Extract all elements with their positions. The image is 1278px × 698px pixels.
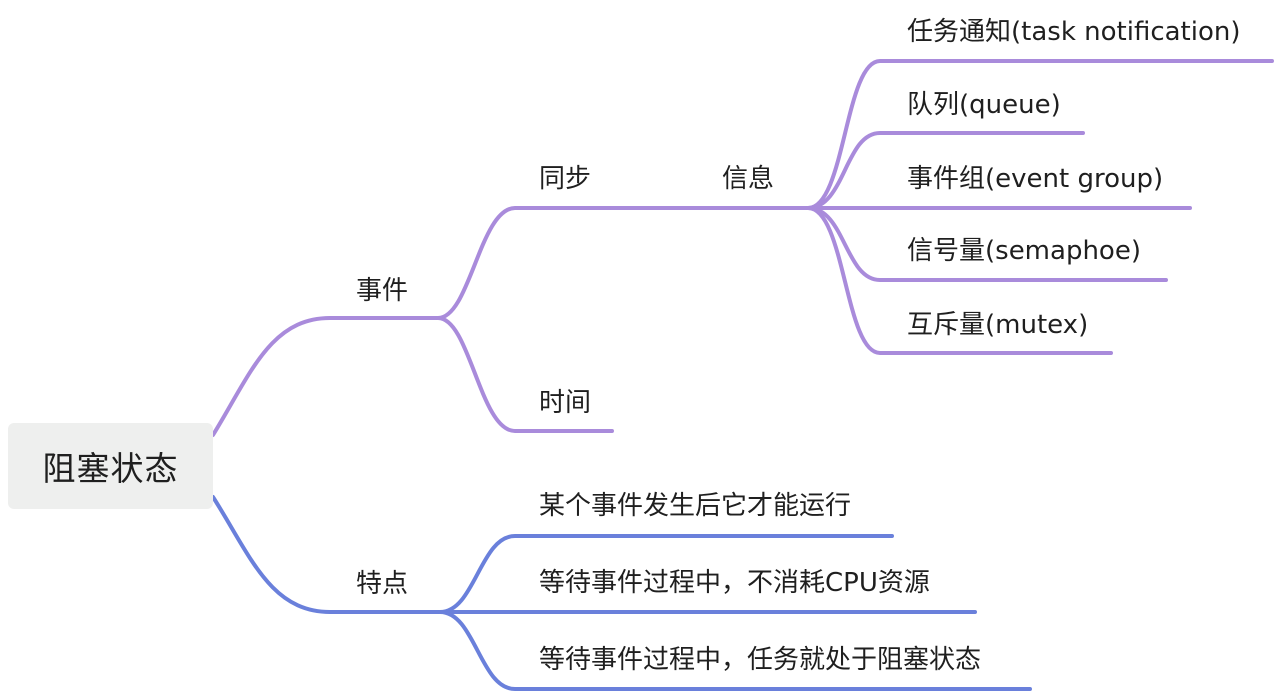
connector-root-features — [211, 495, 442, 614]
connector-event-time — [436, 316, 614, 433]
topic-feature-item[interactable]: 某个事件发生后它才能运行 — [539, 491, 852, 521]
topic-info-item[interactable]: 互斥量(mutex) — [907, 310, 1089, 340]
connector-event-sync — [436, 206, 614, 320]
connector-features-item-1 — [438, 534, 894, 614]
topic-info[interactable]: 信息 — [722, 164, 775, 194]
topic-info-item[interactable]: 信号量(semaphoe) — [907, 236, 1141, 266]
topic-feature-item[interactable]: 等待事件过程中，任务就处于阻塞状态 — [539, 645, 982, 675]
connector-info-item-5 — [806, 206, 1113, 355]
topic-info-item[interactable]: 任务通知(task notification) — [907, 17, 1241, 47]
connector-features-item-3 — [438, 610, 1032, 691]
connector-info-item-1 — [806, 59, 1274, 210]
topic-info-item[interactable]: 事件组(event group) — [907, 164, 1164, 194]
topic-time[interactable]: 时间 — [539, 388, 592, 418]
root-topic[interactable]: 阻塞状态 — [8, 423, 213, 509]
topic-sync[interactable]: 同步 — [539, 164, 592, 194]
topic-info-item[interactable]: 队列(queue) — [907, 90, 1061, 120]
topic-feature-item[interactable]: 等待事件过程中，不消耗CPU资源 — [539, 568, 930, 598]
connector-info-item-2 — [806, 131, 1085, 210]
connector-root-event — [211, 316, 440, 437]
topic-features[interactable]: 特点 — [356, 569, 409, 599]
root-topic-label: 阻塞状态 — [42, 449, 179, 488]
topic-event[interactable]: 事件 — [356, 276, 409, 306]
